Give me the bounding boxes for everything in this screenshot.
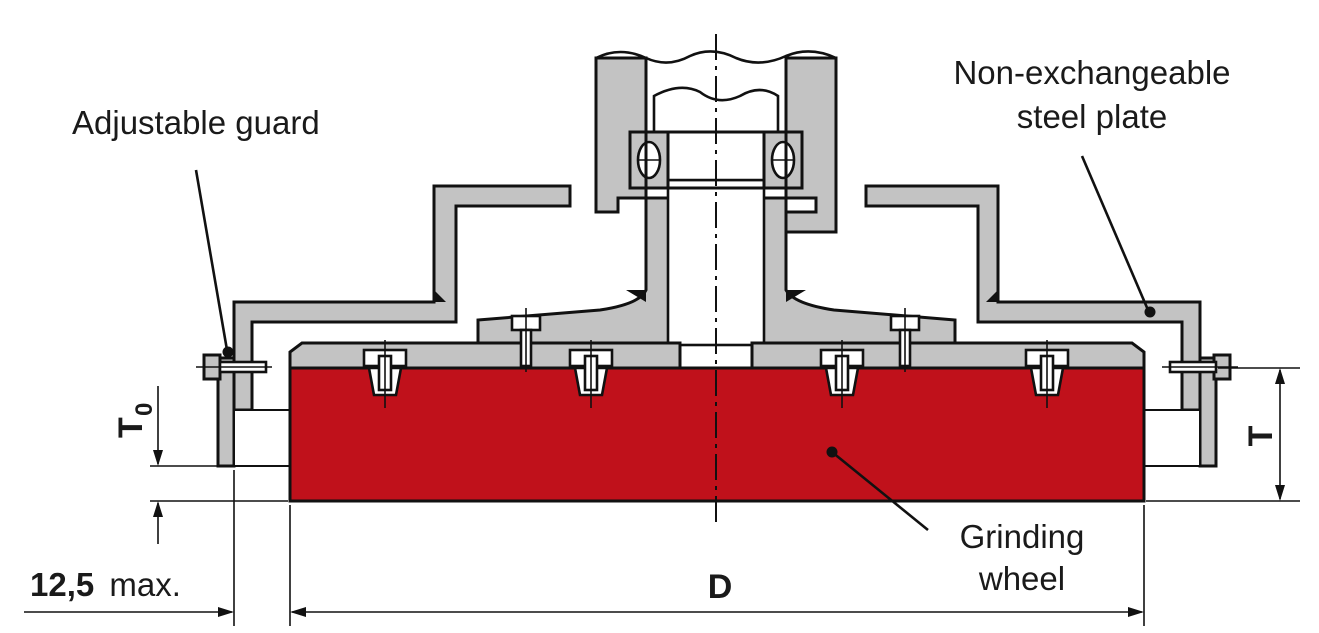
thickness-dimension-label: T (1242, 425, 1280, 446)
wheel-bolt (362, 340, 408, 408)
dimension-lines (24, 367, 1300, 626)
t0-dimension-label: T 0 (112, 403, 158, 438)
t0-subscript: 0 (131, 403, 158, 416)
guard-clamp-screws (196, 353, 1238, 381)
wheel-bolt (568, 340, 614, 408)
grinding-wheel-label-line1: Grinding (960, 518, 1085, 555)
wheel-bolt (1024, 340, 1070, 408)
wheel-bolt (819, 340, 865, 408)
adjustable-guard-label: Adjustable guard (72, 104, 320, 141)
clearance-unit: max. (109, 566, 181, 603)
hub-bolt (889, 308, 921, 372)
grinding-wheel-label-line2: wheel (978, 560, 1065, 597)
wheel-bolts (362, 308, 1070, 408)
t0-main: T (112, 417, 150, 438)
non-exchangeable-label-line1: Non-exchangeable (953, 54, 1230, 91)
clearance-dimension-label: 12,5 max. (30, 566, 181, 603)
hub-bolt (510, 308, 542, 372)
diameter-dimension-label: D (708, 568, 733, 606)
clearance-value: 12,5 (30, 566, 94, 603)
leader-lines (194, 155, 1156, 532)
spindle-shaft (476, 86, 957, 347)
non-exchangeable-label-line2: steel plate (1017, 98, 1167, 135)
